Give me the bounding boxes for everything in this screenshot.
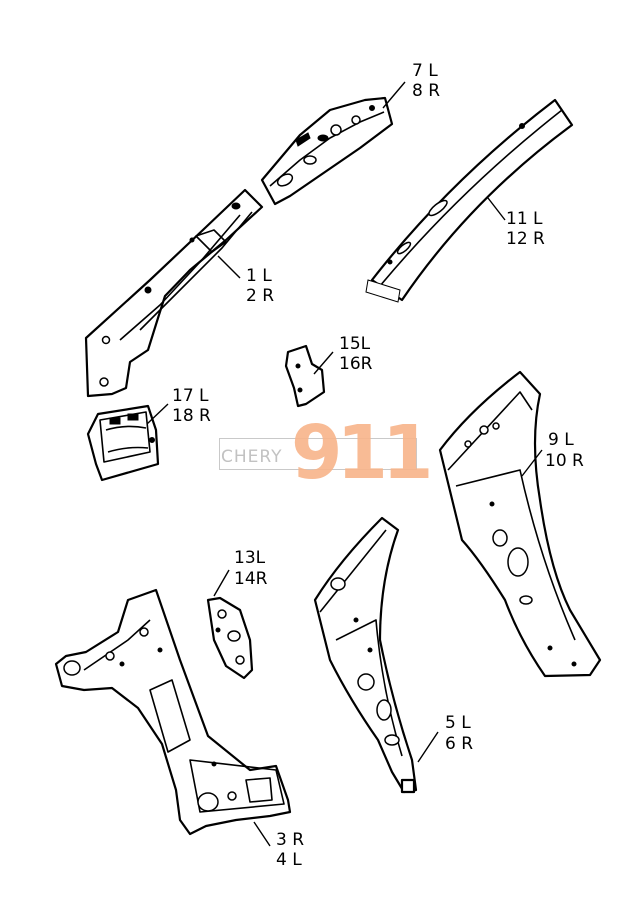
watermark-frame xyxy=(219,438,417,470)
label-3-4-line1: 3 R xyxy=(276,830,304,850)
label-17-18-line2: 18 R xyxy=(172,406,211,426)
leader-7-8 xyxy=(382,81,406,109)
label-1-2-line1: 1 L xyxy=(246,266,272,286)
label-15-16-line1: 15L xyxy=(339,334,371,354)
part-5-6-drawing xyxy=(313,516,418,794)
leader-11-12 xyxy=(487,197,506,221)
part-11-12-drawing xyxy=(365,98,574,303)
label-7-8-line1: 7 L xyxy=(412,61,438,81)
label-15-16-line2: 16R xyxy=(339,354,373,374)
watermark-number: 911 xyxy=(291,410,433,496)
leader-lines xyxy=(146,81,543,847)
watermark: CHERY 911 xyxy=(219,410,433,496)
label-5-6-line2: 6 R xyxy=(445,734,473,754)
part-9-10-drawing xyxy=(438,370,602,678)
leader-1-2 xyxy=(217,255,241,279)
label-1-2-line2: 2 R xyxy=(246,286,274,306)
label-13-14-line1: 13L xyxy=(234,548,266,568)
leader-13-14 xyxy=(213,569,230,597)
label-11-12-line1: 11 L xyxy=(506,209,543,229)
leader-17-18 xyxy=(146,403,169,425)
label-9-10-line2: 10 R xyxy=(545,451,584,471)
leader-5-6 xyxy=(417,731,439,763)
watermark-brand: CHERY xyxy=(221,447,283,467)
part-1-2-drawing xyxy=(84,188,264,398)
label-7-8-line2: 8 R xyxy=(412,81,440,101)
label-13-14-line2: 14R xyxy=(234,569,268,589)
label-11-12-line2: 12 R xyxy=(506,229,545,249)
leader-15-16 xyxy=(313,351,334,375)
part-17-18-drawing xyxy=(86,404,160,482)
part-3-4-drawing xyxy=(54,588,292,836)
part-13-14-drawing xyxy=(206,596,254,680)
part-labels: 7 L 8 R 11 L 12 R 1 L 2 R 15L 16R 17 L 1… xyxy=(172,61,584,870)
label-3-4-line2: 4 L xyxy=(276,850,302,870)
part-15-16-drawing xyxy=(284,344,326,408)
leader-3-4 xyxy=(253,821,271,847)
part-7-8-drawing xyxy=(260,96,394,206)
label-17-18-line1: 17 L xyxy=(172,386,209,406)
label-9-10-line1: 9 L xyxy=(548,430,574,450)
label-5-6-line1: 5 L xyxy=(445,713,471,733)
leader-9-10 xyxy=(521,449,543,477)
